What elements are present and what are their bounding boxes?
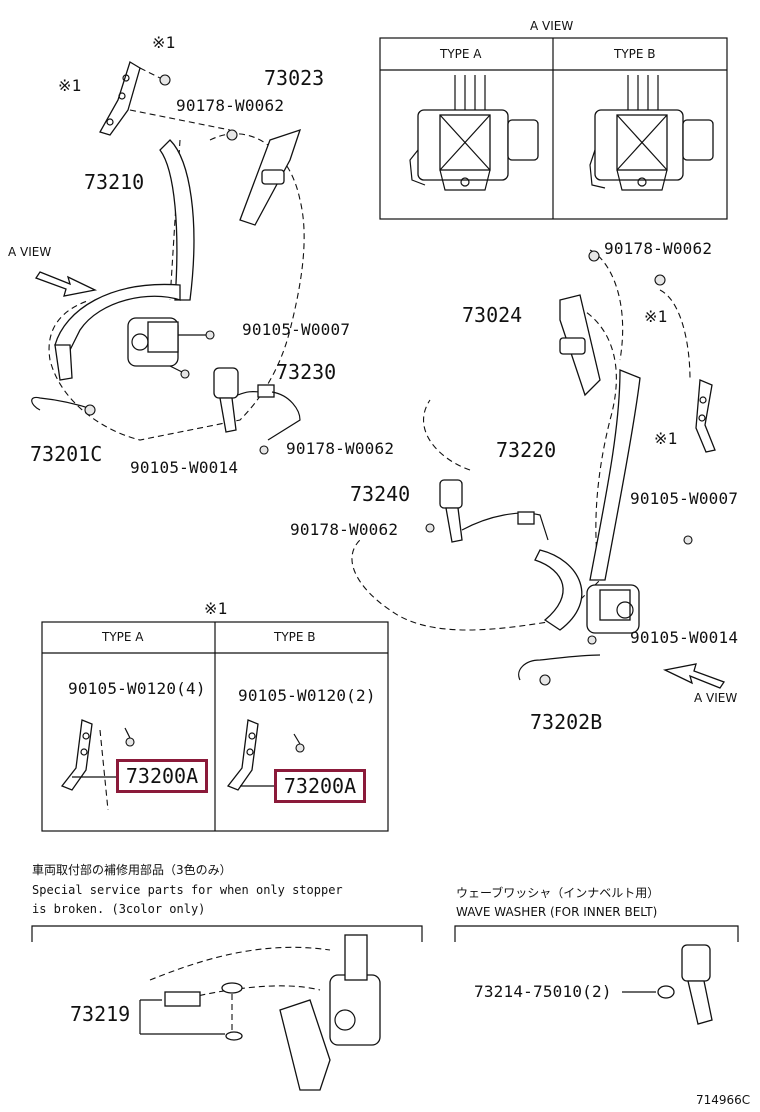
label-73214-75010-2: 73214-75010(2) (474, 982, 612, 1001)
service-parts-section (31, 925, 423, 1091)
label-a-view-left: A VIEW (8, 245, 52, 259)
a-view-arrow-right (662, 663, 725, 689)
retractor-type-a-sketch (409, 75, 539, 191)
label-type-b-box: TYPE B (274, 630, 316, 644)
a-view-table (379, 37, 728, 220)
retractor-type-b-sketch (589, 75, 714, 191)
highlight-73200a-type-b[interactable]: 73200A (274, 769, 366, 803)
note-mark-right-1: ※1 (644, 307, 668, 326)
service-parts-en-2: is broken. (3color only) (32, 902, 206, 916)
a-view-arrow-left (35, 271, 98, 297)
label-90105-w0120-2: 90105-W0120(2) (238, 686, 376, 705)
wave-washer-section (454, 925, 739, 1025)
label-73210: 73210 (84, 170, 145, 194)
diagram-code: 714966C (696, 1093, 751, 1107)
label-type-b-top: TYPE B (614, 47, 656, 61)
label-90178-w0062-mid-left: 90178-W0062 (286, 439, 395, 458)
label-73230: 73230 (276, 360, 337, 384)
label-73202b: 73202B (530, 710, 603, 734)
label-a-view-title: A VIEW (530, 19, 574, 33)
label-a-view-right: A VIEW (694, 691, 738, 705)
label-90105-w0120-4: 90105-W0120(4) (68, 679, 206, 698)
service-parts-jp: 車両取付部の補修用部品（3色のみ） (32, 863, 232, 877)
label-type-a-top: TYPE A (440, 47, 482, 61)
service-parts-en-1: Special service parts for when only stop… (32, 883, 343, 897)
label-type-a-box: TYPE A (102, 630, 144, 644)
right-seat-assembly (351, 249, 716, 686)
wave-washer-jp: ウェーブワッシャ（インナベルト用） (456, 886, 660, 900)
label-73240: 73240 (350, 482, 411, 506)
anchor-type-table (41, 621, 389, 832)
label-73219: 73219 (70, 1002, 131, 1026)
note-mark-right-2: ※1 (654, 429, 678, 448)
note-mark-box: ※1 (204, 599, 228, 618)
label-73024: 73024 (462, 303, 523, 327)
note-mark-top: ※1 (152, 33, 176, 52)
label-73220: 73220 (496, 438, 557, 462)
label-90105-w0014-left: 90105-W0014 (130, 458, 239, 477)
label-90105-w0007-left: 90105-W0007 (242, 320, 351, 339)
label-73023: 73023 (264, 66, 325, 90)
label-90178-w0062-right-mid: 90178-W0062 (290, 520, 399, 539)
wave-washer-en: WAVE WASHER (FOR INNER BELT) (456, 905, 658, 919)
label-90178-w0062-right-top: 90178-W0062 (604, 239, 713, 258)
label-90178-w0062-top: 90178-W0062 (176, 96, 285, 115)
left-seat-assembly (31, 61, 305, 455)
label-73201c: 73201C (30, 442, 103, 466)
label-90105-w0007-right: 90105-W0007 (630, 489, 739, 508)
note-mark-left: ※1 (58, 76, 82, 95)
label-90105-w0014-right: 90105-W0014 (630, 628, 739, 647)
highlight-73200a-type-a[interactable]: 73200A (116, 759, 208, 793)
